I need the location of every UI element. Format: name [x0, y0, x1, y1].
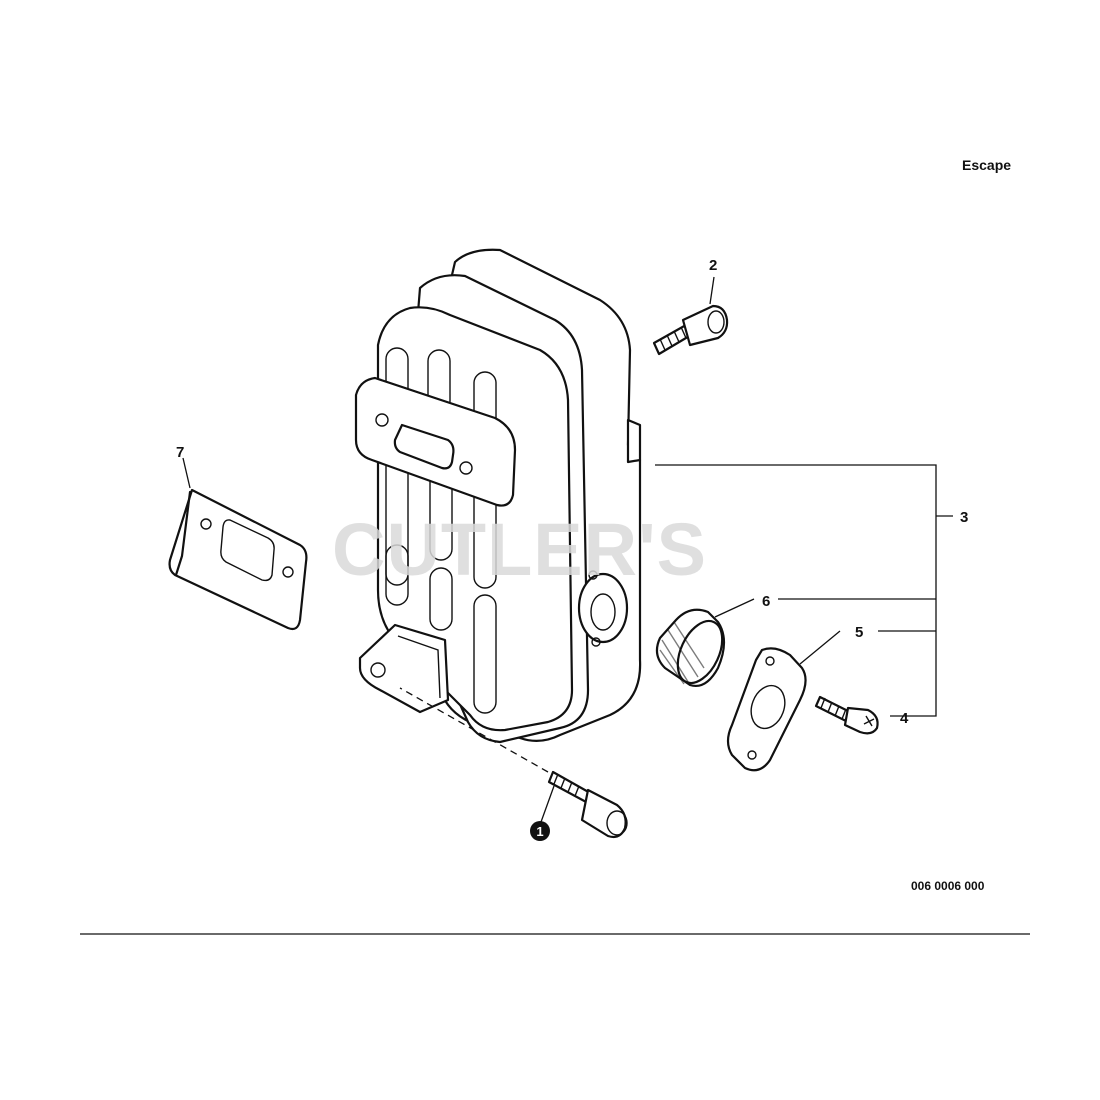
callout-6: 6	[762, 593, 770, 610]
muffler-icon	[354, 248, 642, 744]
exhaust-cover-plate-icon	[726, 647, 807, 772]
drawing-number: 006 0006 000	[911, 879, 985, 893]
callout-2: 2	[709, 257, 717, 274]
callout-1: 1	[536, 824, 543, 839]
callout-5: 5	[855, 624, 863, 641]
callout-4: 4	[900, 710, 909, 727]
watermark: CUTLER'S	[332, 508, 707, 591]
screw-icon	[814, 695, 879, 735]
callout-1-badge: 1	[530, 821, 550, 841]
section-title: Escape	[962, 157, 1011, 173]
bolt-icon-primary	[399, 687, 628, 839]
spark-arrestor-screen-icon	[655, 608, 726, 687]
bolt-icon	[652, 304, 729, 356]
callout-3: 3	[960, 509, 968, 526]
gasket-icon	[168, 488, 308, 631]
leader-lines	[182, 276, 953, 823]
callout-7: 7	[176, 444, 184, 461]
